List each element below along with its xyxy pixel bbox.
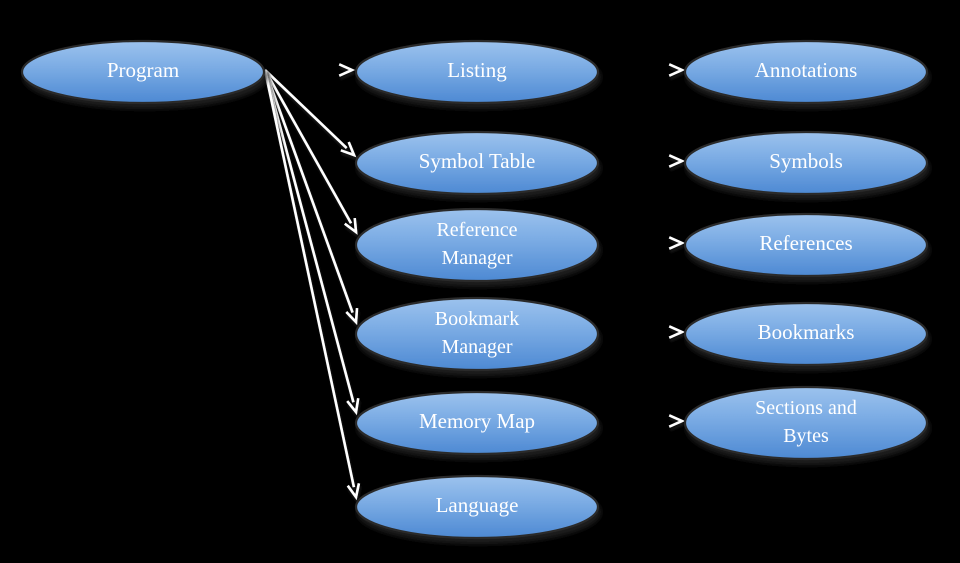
node-shape[interactable] [683, 130, 929, 196]
node-shape[interactable] [683, 301, 929, 367]
node-label-line: References [759, 231, 852, 255]
node-shape[interactable] [354, 207, 600, 283]
node-shape[interactable] [683, 212, 929, 278]
node-references[interactable]: References [683, 212, 929, 278]
edge-arrowhead [343, 217, 358, 235]
node-label: References [759, 231, 852, 255]
node-label: Language [436, 493, 519, 517]
node-shape[interactable] [354, 130, 600, 196]
node-label-line: Sections and [755, 397, 857, 419]
node-language[interactable]: Language [354, 474, 600, 540]
edge-arrowhead [340, 141, 357, 158]
node-label: Listing [447, 58, 507, 82]
node-label: Symbols [769, 149, 843, 173]
edge-arrowhead [668, 325, 686, 339]
edge-arrowhead [345, 307, 359, 325]
node-label-line: Reference [436, 219, 517, 241]
node-symbol-table[interactable]: Symbol Table [354, 130, 600, 196]
edge-line [263, 69, 355, 403]
node-label-line: Manager [441, 247, 512, 269]
node-annotations[interactable]: Annotations [683, 39, 929, 105]
edge-program-to-listing [265, 63, 356, 77]
node-label-line: Memory Map [419, 409, 535, 433]
node-label: Memory Map [419, 409, 535, 433]
edge-symbol-table-to-symbols [600, 154, 686, 168]
node-shape[interactable] [683, 385, 929, 461]
node-label-line: Bytes [783, 425, 829, 447]
edge-arrowhead [668, 414, 686, 428]
node-label: Symbol Table [419, 149, 536, 173]
node-bookmarks[interactable]: Bookmarks [683, 301, 929, 367]
edge-arrowhead [668, 236, 686, 250]
node-label-line: Manager [441, 336, 512, 358]
edge-program-to-bookmark-manager [263, 69, 359, 325]
node-label: Annotations [755, 58, 858, 82]
node-label-line: Symbol Table [419, 149, 536, 173]
edges-layer [263, 63, 686, 501]
node-memory-map[interactable]: Memory Map [354, 390, 600, 456]
edge-bookmark-manager-to-bookmarks [600, 325, 686, 339]
edge-reference-manager-to-references [600, 236, 686, 250]
edge-arrowhead [668, 63, 686, 77]
edge-program-to-reference-manager [263, 69, 358, 235]
edge-line [263, 69, 354, 313]
node-label-line: Symbols [769, 149, 843, 173]
edge-arrowhead [346, 483, 361, 501]
node-shape[interactable] [683, 39, 929, 105]
node-shape[interactable] [354, 390, 600, 456]
edge-listing-to-annotations [600, 63, 686, 77]
edge-memory-map-to-sections [600, 414, 686, 428]
edge-line [263, 69, 353, 224]
node-label-line: Language [436, 493, 519, 517]
node-label-line: Annotations [755, 58, 858, 82]
edge-arrowhead [338, 63, 356, 77]
node-label: Program [107, 58, 179, 82]
node-label-line: Program [107, 58, 179, 82]
edge-line [263, 69, 356, 488]
edge-program-to-language [263, 69, 361, 501]
node-label: Bookmarks [758, 320, 855, 344]
node-label-line: Bookmark [435, 308, 519, 330]
node-symbols[interactable]: Symbols [683, 130, 929, 196]
node-label-line: Listing [447, 58, 507, 82]
node-listing[interactable]: Listing [354, 39, 600, 105]
edge-arrowhead [346, 397, 360, 416]
node-shape[interactable] [354, 39, 600, 105]
edge-program-to-memory-map [263, 69, 360, 416]
edge-line [264, 69, 348, 149]
node-shape[interactable] [354, 474, 600, 540]
node-shape[interactable] [354, 296, 600, 372]
node-shape[interactable] [20, 39, 266, 105]
edge-program-to-symbol-table [264, 69, 357, 158]
node-label-line: Bookmarks [758, 320, 855, 344]
edge-arrowhead [668, 154, 686, 168]
node-program[interactable]: Program [20, 39, 266, 105]
